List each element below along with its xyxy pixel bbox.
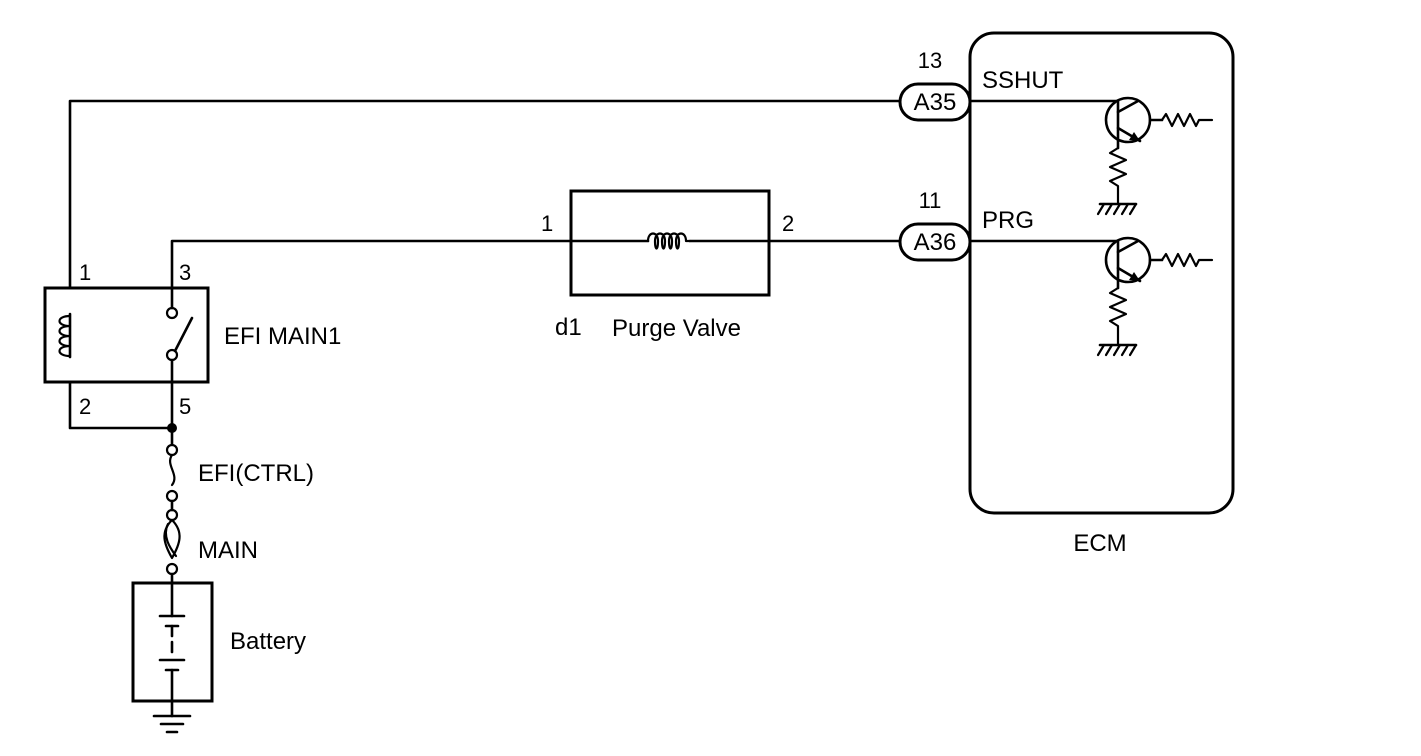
- connector-a35-pin: 13: [918, 48, 942, 73]
- svg-text:A35: A35: [914, 89, 957, 116]
- junction-dot: [167, 423, 177, 433]
- relay-switch-blade-icon: [173, 316, 194, 353]
- relay-pin-5: 5: [179, 394, 191, 419]
- relay-pin-3: 3: [179, 260, 191, 285]
- connector-a35: A35: [898, 82, 972, 122]
- purge-valve-pin-1: 1: [541, 211, 553, 236]
- relay-pin-1: 1: [79, 260, 91, 285]
- solenoid-coil-icon: [646, 232, 692, 250]
- battery-label: Battery: [230, 628, 306, 655]
- svg-text:A36: A36: [914, 229, 957, 256]
- purge-valve-label: Purge Valve: [612, 315, 741, 342]
- transistor-sshut-icon: [1096, 96, 1214, 216]
- fuse-main-label: MAIN: [198, 537, 258, 564]
- ecm-label: ECM: [1073, 530, 1126, 557]
- battery: [131, 581, 214, 703]
- fuse-main: [163, 508, 181, 585]
- fuse-efi-ctrl-label: EFI(CTRL): [198, 460, 314, 487]
- ground-battery-icon: [152, 699, 192, 734]
- ecm-box: [968, 31, 1235, 515]
- purge-valve-code: d1: [555, 314, 582, 341]
- purge-valve: [569, 189, 771, 297]
- relay-pin-2: 2: [79, 394, 91, 419]
- fuse-efi-ctrl: [165, 443, 179, 512]
- wire-sshut: [68, 99, 1120, 316]
- transistor-prg-icon: [1096, 236, 1214, 357]
- purge-valve-pin-2: 2: [782, 211, 794, 236]
- connector-a36-pin: 11: [919, 188, 942, 213]
- relay-efi-main1: [43, 286, 210, 384]
- signal-sshut-label: SSHUT: [982, 67, 1064, 94]
- relay-label: EFI MAIN1: [224, 323, 341, 350]
- wire-prg: [170, 239, 1120, 308]
- connector-a36: A36: [898, 222, 972, 262]
- relay-coil-icon: [58, 314, 72, 358]
- signal-prg-label: PRG: [982, 207, 1034, 234]
